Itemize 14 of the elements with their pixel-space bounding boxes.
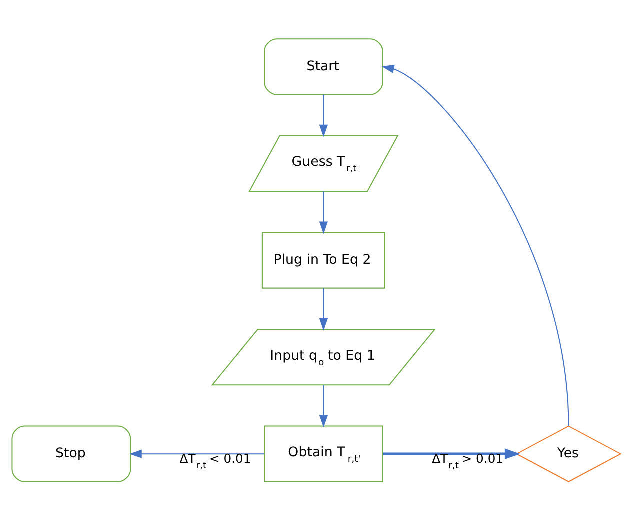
node-box: Plug in To Eq 2 bbox=[262, 232, 386, 288]
node-diamond: Yes bbox=[516, 425, 622, 482]
arrow bbox=[383, 448, 520, 459]
node-box: Obtain T$_{r,t'}$ bbox=[264, 425, 384, 482]
node-box: Stop bbox=[12, 425, 132, 482]
arrow bbox=[130, 449, 264, 458]
arrow bbox=[319, 288, 328, 330]
arrow bbox=[319, 384, 328, 428]
node-box: Start bbox=[264, 38, 384, 95]
arrow bbox=[319, 191, 328, 234]
edge-label: ΔT$_{r,t}$ > 0.01 bbox=[432, 451, 504, 471]
edge-label: ΔT$_{r,t}$ < 0.01 bbox=[180, 451, 252, 471]
arrow bbox=[382, 64, 570, 426]
arrow bbox=[319, 94, 328, 137]
